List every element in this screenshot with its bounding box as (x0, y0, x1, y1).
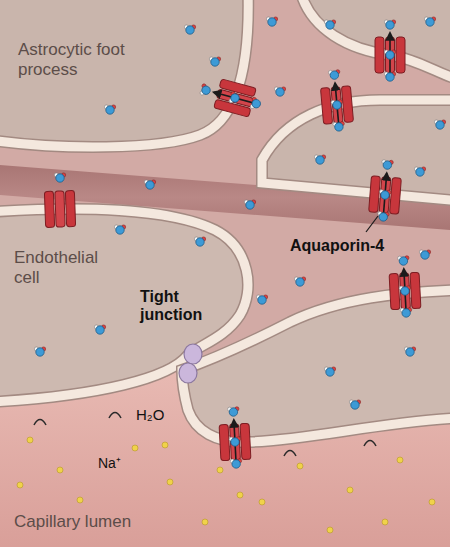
region-label: Capillary lumen (14, 512, 184, 532)
astrocyte-cell (262, 100, 450, 201)
aquaporin-channels (44, 20, 421, 469)
region-label: Endothelial cell (14, 248, 126, 287)
molecule-label: H₂O (136, 406, 180, 423)
astrocyte-cell (0, 0, 248, 147)
water-molecules (34, 17, 445, 409)
part-label: Aquaporin-4 (290, 237, 410, 255)
leader-line (366, 216, 378, 232)
region-label: Astrocytic foot process (18, 40, 163, 79)
tight-junction-proteins (179, 344, 202, 383)
transport-arrows (34, 413, 376, 457)
ion-label: Na⁺ (98, 455, 134, 471)
part-label: Tight junction (140, 288, 220, 325)
